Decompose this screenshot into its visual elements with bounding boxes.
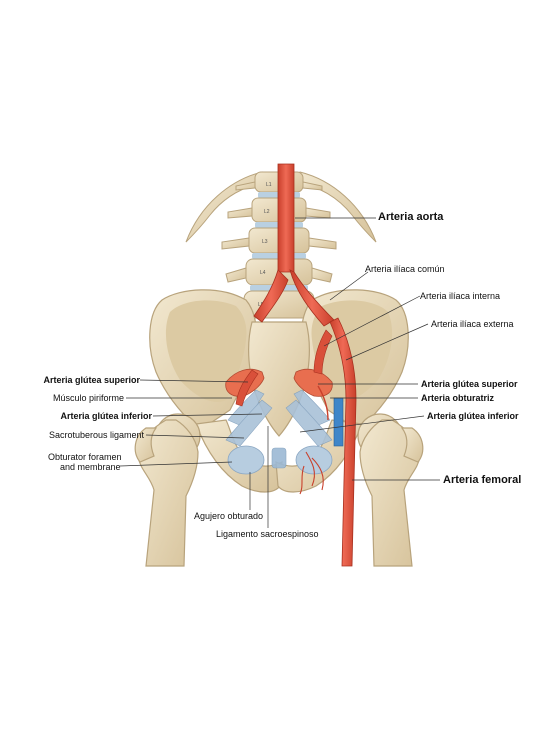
external-iliac-femoral-vessel — [329, 317, 357, 567]
right-rib — [295, 171, 377, 243]
label-arteria-obturatriz: Arteria obturatriz — [421, 393, 495, 403]
transverse-process-l1 — [235, 181, 256, 191]
label-ligamento-sacroespinoso: Ligamento sacroespinoso — [216, 529, 319, 539]
label-arteria-glutea-superior-left: Arteria glútea superior — [43, 375, 140, 385]
label-arteria-glutea-inferior-left: Arteria glútea inferior — [60, 411, 152, 421]
label-arteria-iliaca-comun: Arteria ilíaca común — [365, 264, 445, 274]
marker-l3: L3 — [262, 239, 268, 245]
label-sacrotuberous-ligament: Sacrotuberous ligament — [48, 430, 144, 440]
right-greater-trochanter — [400, 427, 424, 463]
right-sacrotuberous-ligament — [285, 399, 333, 447]
label-arteria-femoral: Arteria femoral — [443, 474, 522, 486]
pubic-symphysis — [271, 447, 287, 469]
leader-glutea-inferior-left — [152, 413, 263, 417]
right-common-iliac-vessel — [289, 269, 335, 327]
femurs — [134, 419, 424, 567]
label-arteria-iliaca-externa: Arteria ilíaca externa — [431, 319, 514, 329]
marker-l2: L2 — [264, 209, 270, 215]
femoral-vein-segment — [333, 397, 344, 447]
left-common-iliac-vessel — [253, 269, 289, 323]
transverse-process-l3 — [221, 237, 250, 250]
pelvic-ligaments — [225, 389, 333, 469]
aorta-vessel — [277, 163, 295, 273]
obturator-artery-right — [317, 385, 329, 421]
leader-glutea-inferior-right — [299, 415, 425, 433]
label-obturator-foramen-line1: Obturator foramen — [48, 452, 122, 462]
label-arteria-glutea-superior-right: Arteria glútea superior — [421, 379, 518, 389]
left-iliac-fossa — [165, 300, 247, 402]
leader-lines — [119, 217, 440, 528]
superior-gluteal-artery-left — [235, 369, 259, 407]
label-musculo-piriforme: Músculo piriforme — [52, 393, 124, 403]
transverse-process-r1 — [302, 181, 323, 191]
label-agujero-obturado: Agujero obturado — [194, 511, 264, 521]
left-obturator-membrane — [227, 445, 265, 475]
label-arteria-aorta: Arteria aorta — [378, 211, 444, 223]
arterial-tree — [235, 163, 357, 567]
transverse-process-l2 — [227, 207, 253, 219]
label-arteria-iliaca-interna: Arteria ilíaca interna — [420, 291, 501, 301]
label-arteria-glutea-inferior-right: Arteria glútea inferior — [427, 411, 519, 421]
transverse-process-l4 — [225, 267, 247, 283]
marker-l1: L1 — [266, 182, 272, 188]
label-obturator-foramen-line2: and membrane — [60, 462, 121, 472]
transverse-process-r4 — [311, 267, 333, 283]
transverse-process-r3 — [308, 237, 337, 250]
leader-obturator-foramen — [119, 461, 233, 467]
left-greater-trochanter — [134, 427, 158, 463]
leader-sacrotuberous — [145, 434, 245, 439]
marker-l4: L4 — [260, 270, 266, 276]
leader-iliaca-interna — [323, 295, 421, 347]
leader-iliaca-externa — [345, 323, 429, 361]
leader-iliaca-comun — [329, 271, 369, 301]
leader-glutea-superior-left — [139, 379, 249, 383]
transverse-process-r2 — [305, 207, 331, 219]
inferior-gluteal-branches — [299, 451, 324, 495]
